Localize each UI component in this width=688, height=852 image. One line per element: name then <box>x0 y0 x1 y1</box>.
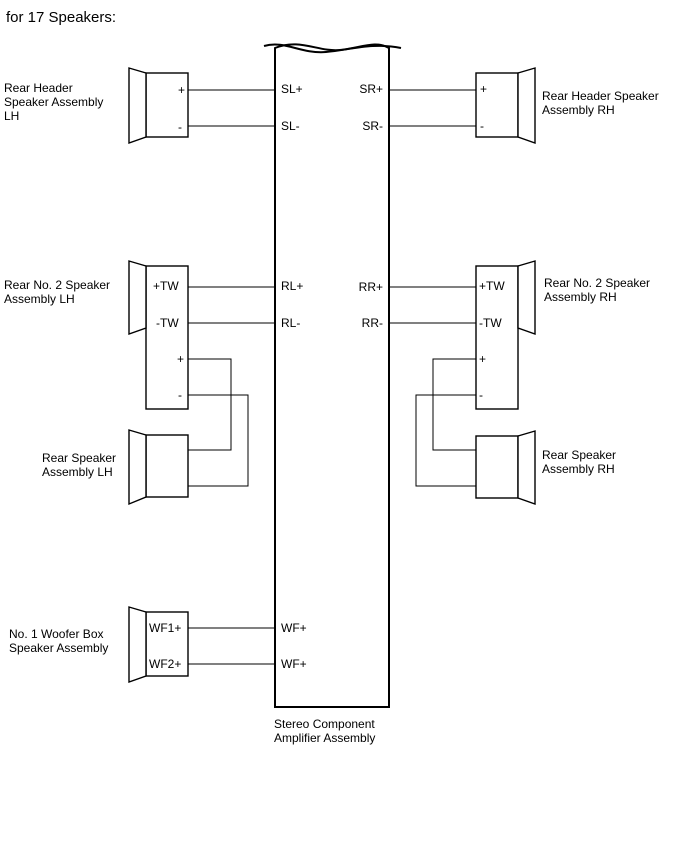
pin-rl-plus: RL+ <box>281 279 303 293</box>
rear-no2-rh-term-tw-plus: +TW <box>479 279 505 293</box>
rear-header-lh-term-plus: + <box>178 83 185 97</box>
amplifier-break-line <box>263 43 402 54</box>
rear-header-rh-label-line2: Assembly RH <box>542 103 615 117</box>
speaker-cone-icon <box>517 430 536 505</box>
rear-no2-lh-term-tw-minus: -TW <box>156 316 179 330</box>
rear-no2-rh-label-line2: Assembly RH <box>544 290 617 304</box>
rear-no2-speaker-lh: +TW -TW + - Rear No. 2 Speaker Assembly … <box>4 260 189 410</box>
pin-sr-minus: SR- <box>362 119 383 133</box>
rear-no2-speaker-rh: +TW -TW + - Rear No. 2 Speaker Assembly … <box>475 260 650 410</box>
speaker-cone-icon <box>128 429 147 506</box>
rear-no2-rh-box <box>475 265 519 410</box>
rear-speaker-rh: Rear Speaker Assembly RH <box>475 430 616 505</box>
amplifier-label-line2: Amplifier Assembly <box>274 731 375 745</box>
pin-wf-1: WF+ <box>281 621 307 635</box>
rear-no2-rh-term-tw-minus: -TW <box>479 316 502 330</box>
pin-rr-minus: RR- <box>362 316 383 330</box>
rear-no2-lh-term-tw-plus: +TW <box>153 279 179 293</box>
rear-header-lh-box <box>145 72 189 138</box>
speaker-cone-icon <box>128 606 147 683</box>
speaker-cone-icon <box>128 67 147 144</box>
rear-header-rh-term-plus: + <box>480 82 487 96</box>
rear-no2-rh-term-minus: - <box>479 388 483 402</box>
rear-header-speaker-rh: + - Rear Header Speaker Assembly RH <box>475 67 659 144</box>
amplifier-body <box>274 43 390 708</box>
speaker-cone-icon <box>128 260 147 335</box>
diagram-title: for 17 Speakers: <box>6 9 116 26</box>
rear-no2-lh-label-line1: Rear No. 2 Speaker <box>4 278 110 292</box>
rear-no2-rh-term-plus: + <box>479 352 486 366</box>
rear-rh-label-line1: Rear Speaker <box>542 448 616 462</box>
rear-lh-label-line1: Rear Speaker <box>42 451 116 465</box>
amplifier-label-line1: Stereo Component <box>274 717 375 731</box>
woofer-term-wf1: WF1+ <box>149 621 181 635</box>
pin-rl-minus: RL- <box>281 316 300 330</box>
wire-rear-lh-minus <box>188 394 249 487</box>
pin-sl-plus: SL+ <box>281 82 303 96</box>
rear-header-lh-label-line3: LH <box>4 109 19 123</box>
speaker-cone-icon <box>517 67 536 144</box>
stereo-amplifier: Stereo Component Amplifier Assembly <box>263 43 402 745</box>
rear-rh-box <box>475 435 519 499</box>
rear-header-rh-box <box>475 72 519 138</box>
wire-rear-rh-minus <box>415 394 476 487</box>
rear-no2-lh-box <box>145 265 189 410</box>
rear-no2-rh-label-line1: Rear No. 2 Speaker <box>544 276 650 290</box>
rear-header-rh-label-line1: Rear Header Speaker <box>542 89 659 103</box>
rear-no2-lh-term-minus: - <box>178 388 182 402</box>
rear-no2-lh-label-line2: Assembly LH <box>4 292 75 306</box>
rear-header-lh-label-line2: Speaker Assembly <box>4 95 103 109</box>
wire-rear-rh-plus <box>432 358 476 451</box>
pin-wf-2: WF+ <box>281 657 307 671</box>
woofer-label-line1: No. 1 Woofer Box <box>9 627 104 641</box>
woofer-label-line2: Speaker Assembly <box>9 641 108 655</box>
rear-header-speaker-lh: + - Rear Header Speaker Assembly LH <box>4 67 189 144</box>
pin-sl-minus: SL- <box>281 119 300 133</box>
wire-rear-lh-plus <box>188 358 232 451</box>
rear-rh-label-line2: Assembly RH <box>542 462 615 476</box>
rear-lh-box <box>145 434 189 498</box>
rear-header-lh-label-line1: Rear Header <box>4 81 73 95</box>
pin-sr-plus: SR+ <box>359 82 383 96</box>
woofer-term-wf2: WF2+ <box>149 657 181 671</box>
rear-no2-lh-term-plus: + <box>177 352 184 366</box>
rear-lh-label-line2: Assembly LH <box>42 465 113 479</box>
pin-rr-plus: RR+ <box>359 280 383 294</box>
woofer-box <box>145 611 189 677</box>
rear-header-lh-term-minus: - <box>178 120 182 134</box>
woofer-box-speaker: WF1+ WF2+ No. 1 Woofer Box Speaker Assem… <box>9 606 189 683</box>
rear-speaker-lh: Rear Speaker Assembly LH <box>42 429 189 506</box>
rear-header-rh-term-minus: - <box>480 119 484 133</box>
speaker-cone-icon <box>517 260 536 335</box>
